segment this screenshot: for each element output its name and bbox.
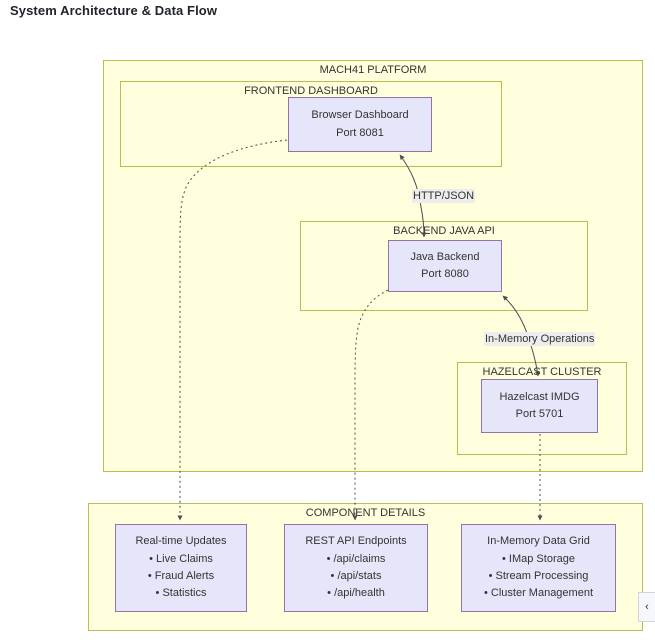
detail-box-rest-api-endpoints[interactable]: REST API Endpoints • /api/claims • /api/…	[284, 524, 428, 612]
collapse-panel-button[interactable]: ‹	[638, 592, 655, 622]
detail-box-item: • Live Claims	[149, 552, 213, 565]
edge-label-in-memory-operations: In-Memory Operations	[484, 332, 596, 346]
detail-box-item: • IMap Storage	[502, 552, 575, 565]
node-java-backend-port: Port 8080	[421, 268, 469, 280]
cluster-label-platform: MACH41 PLATFORM	[319, 64, 427, 76]
node-browser-dashboard-title: Browser Dashboard	[311, 109, 409, 122]
cluster-label-hazelcast: HAZELCAST CLUSTER	[482, 366, 602, 378]
node-java-backend-title: Java Backend	[410, 250, 480, 263]
cluster-label-frontend: FRONTEND DASHBOARD	[244, 85, 378, 97]
detail-box-item: • Cluster Management	[483, 587, 593, 600]
detail-box-title: Real-time Updates	[135, 535, 227, 548]
node-java-backend[interactable]: Java Backend Port 8080	[388, 240, 502, 292]
detail-box-item: • Stream Processing	[488, 570, 589, 582]
cluster-label-backend: BACKEND JAVA API	[393, 225, 495, 237]
edge-label-http-json: HTTP/JSON	[412, 189, 476, 203]
page-title: System Architecture & Data Flow	[10, 3, 218, 18]
detail-box-title: In-Memory Data Grid	[487, 535, 590, 548]
chevron-left-icon: ‹	[645, 601, 649, 613]
detail-box-title: REST API Endpoints	[305, 535, 407, 548]
detail-box-in-memory-data-grid[interactable]: In-Memory Data Grid • IMap Storage • Str…	[461, 524, 616, 612]
node-hazelcast-imdg[interactable]: Hazelcast IMDG Port 5701	[481, 379, 598, 433]
detail-box-item: • /api/health	[327, 587, 385, 600]
detail-box-item: • Fraud Alerts	[147, 570, 215, 582]
detail-box-item: • /api/claims	[326, 552, 386, 565]
node-browser-dashboard-port: Port 8081	[336, 126, 384, 139]
detail-box-item: • /api/stats	[330, 570, 382, 582]
node-browser-dashboard[interactable]: Browser Dashboard Port 8081	[288, 97, 432, 152]
node-hazelcast-imdg-port: Port 5701	[515, 408, 564, 420]
cluster-label-details: COMPONENT DETAILS	[305, 507, 426, 519]
detail-box-item: • Statistics	[155, 587, 207, 600]
node-hazelcast-imdg-title: Hazelcast IMDG	[499, 390, 580, 403]
detail-box-real-time-updates[interactable]: Real-time Updates • Live Claims • Fraud …	[115, 524, 247, 612]
